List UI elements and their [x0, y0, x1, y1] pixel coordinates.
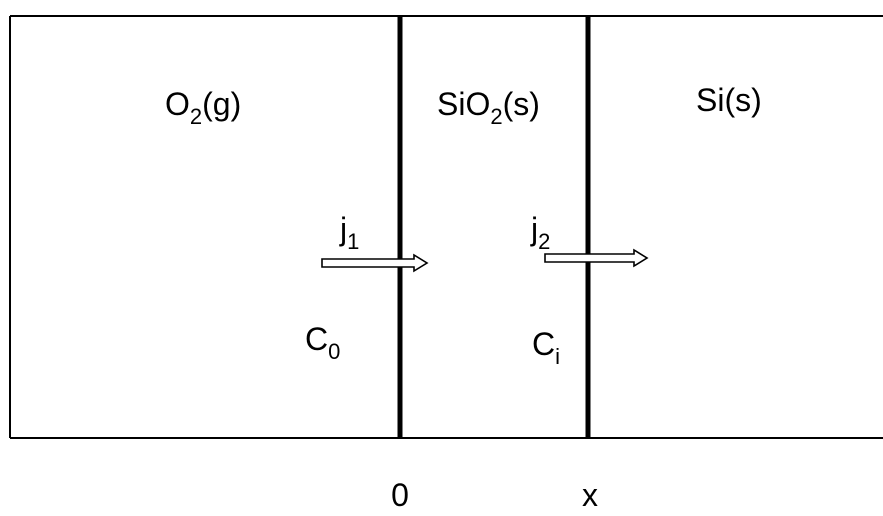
concentration-c0-label: C0	[305, 321, 340, 364]
flux-j1-arrow	[321, 253, 429, 273]
flux-j2-arrow	[544, 248, 649, 268]
concentration-ci-label: Ci	[532, 326, 560, 369]
position-zero-label: 0	[391, 477, 409, 513]
oxide-region-label: SiO2(s)	[437, 86, 540, 129]
flux-j1-label: j1	[339, 211, 359, 254]
position-x-label: x	[582, 477, 598, 513]
gas-region-label: O2(g)	[165, 86, 241, 129]
silicon-region-label: Si(s)	[696, 82, 762, 118]
flux-j2-label: j2	[530, 211, 550, 254]
